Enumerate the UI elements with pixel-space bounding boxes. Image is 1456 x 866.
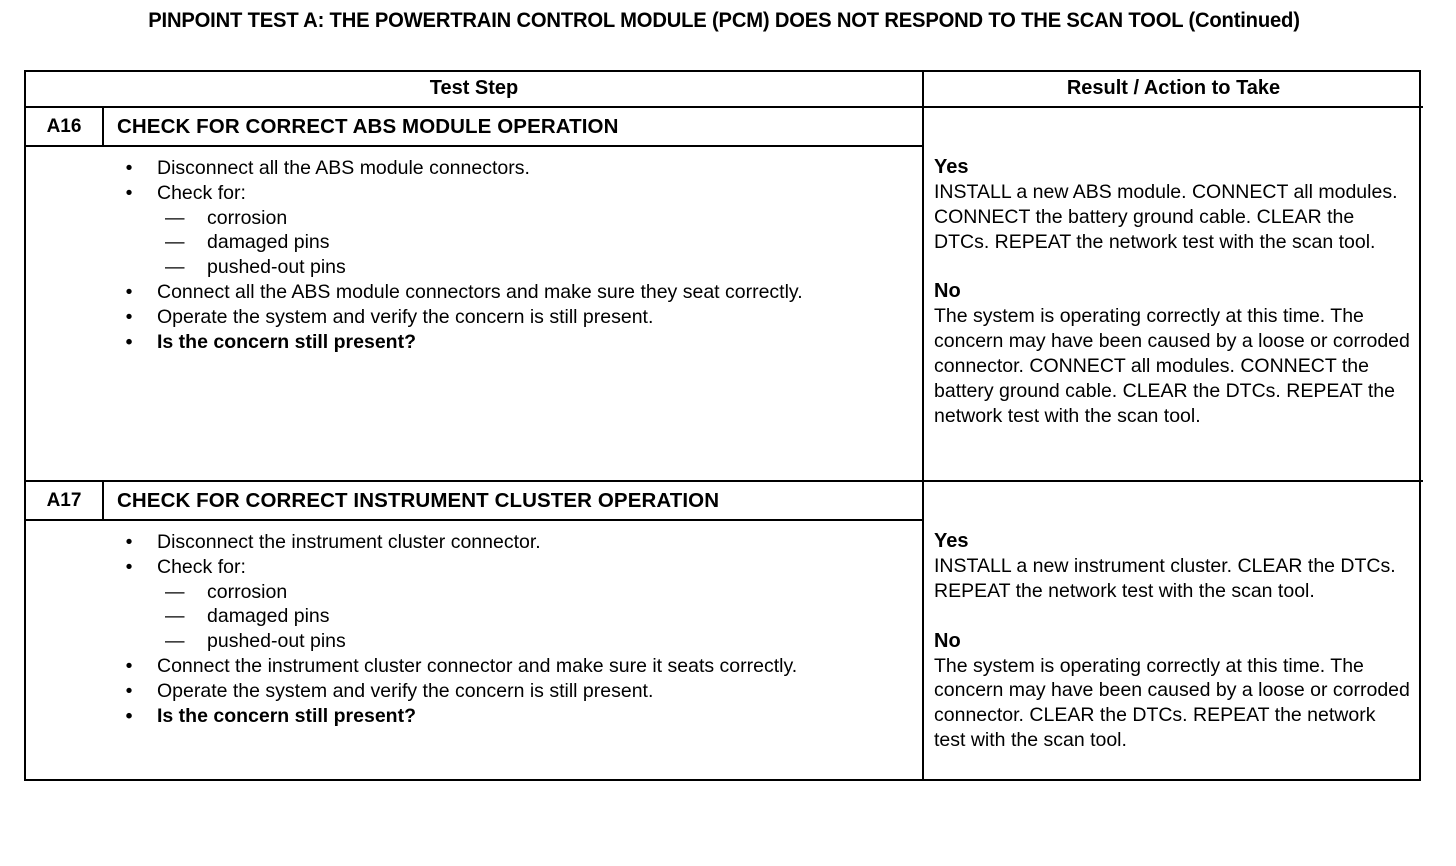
test-step-cell-a16: A16 CHECK FOR CORRECT ABS MODULE OPERATI… (26, 107, 924, 481)
result-text-yes: INSTALL a new ABS module. CONNECT all mo… (934, 181, 1398, 253)
pinpoint-test-table: Test Step Result / Action to Take A16 CH… (24, 70, 1423, 781)
result-text-yes: INSTALL a new instrument cluster. CLEAR … (934, 555, 1396, 602)
list-item: • Connect all the ABS module connectors … (26, 280, 912, 305)
dash-icon: — (165, 231, 185, 254)
result-content-a17: Yes INSTALL a new instrument cluster. CL… (924, 482, 1423, 763)
list-item-label: Operate the system and verify the concer… (157, 679, 654, 702)
result-label-no: No (934, 629, 961, 652)
dash-icon: — (165, 630, 185, 653)
result-spacer (934, 604, 1411, 629)
bullet-icon: • (125, 181, 133, 204)
sub-list-a17-check-for: — corrosion — damaged pins — (157, 580, 912, 654)
step-header-a16: A16 CHECK FOR CORRECT ABS MODULE OPERATI… (26, 108, 922, 147)
bullet-icon: • (125, 654, 133, 677)
column-header-result-action: Result / Action to Take (923, 72, 1423, 108)
bullet-icon: • (125, 330, 133, 353)
dash-icon: — (165, 580, 185, 603)
list-item-label: Is the concern still present? (157, 330, 416, 353)
result-yes-block-a17: Yes INSTALL a new instrument cluster. CL… (934, 529, 1411, 604)
instruction-list-a17: • Disconnect the instrument cluster conn… (26, 530, 912, 728)
result-no-block-a16: No The system is operating correctly at … (934, 279, 1411, 428)
list-item-label: Check for: (157, 555, 246, 578)
step-instructions-a17: • Disconnect the instrument cluster conn… (26, 521, 922, 779)
step-code-a16: A16 (26, 108, 104, 145)
list-item: • Operate the system and verify the conc… (26, 679, 912, 704)
result-text-no: The system is operating correctly at thi… (934, 305, 1410, 427)
list-item: • Disconnect all the ABS module connecto… (26, 156, 912, 181)
bullet-icon: • (125, 679, 133, 702)
table-row: A16 CHECK FOR CORRECT ABS MODULE OPERATI… (26, 107, 1423, 481)
list-item-question: • Is the concern still present? (26, 704, 912, 729)
page-title: PINPOINT TEST A: THE POWERTRAIN CONTROL … (148, 8, 1300, 32)
bullet-icon: • (125, 305, 133, 328)
sub-list-item: — corrosion (157, 206, 912, 231)
instruction-list-a16: • Disconnect all the ABS module connecto… (26, 156, 912, 354)
dash-icon: — (165, 605, 185, 628)
step-code-a17: A17 (26, 482, 104, 519)
bullet-icon: • (125, 555, 133, 578)
table-body: A16 CHECK FOR CORRECT ABS MODULE OPERATI… (26, 107, 1423, 779)
result-action-cell-a16: Yes INSTALL a new ABS module. CONNECT al… (923, 107, 1423, 481)
sub-list-item-label: damaged pins (207, 605, 330, 628)
result-yes-block-a16: Yes INSTALL a new ABS module. CONNECT al… (934, 155, 1411, 254)
result-content-a16: Yes INSTALL a new ABS module. CONNECT al… (924, 108, 1423, 438)
result-text-no: The system is operating correctly at thi… (934, 654, 1410, 751)
list-item: • Check for: — corrosion — (26, 181, 912, 280)
list-item: • Operate the system and verify the conc… (26, 305, 912, 330)
list-item: • Connect the instrument cluster connect… (26, 654, 912, 679)
list-item: • Disconnect the instrument cluster conn… (26, 530, 912, 555)
result-spacer (934, 254, 1411, 279)
list-item: • Check for: — corrosion — (26, 555, 912, 654)
sub-list-item: — pushed-out pins (157, 255, 912, 280)
sub-list-item-label: corrosion (207, 206, 288, 229)
step-title-a16: CHECK FOR CORRECT ABS MODULE OPERATION (117, 114, 619, 138)
column-header-test-step: Test Step (26, 72, 924, 108)
table-header-row: Test Step Result / Action to Take (26, 72, 1423, 108)
list-item-label: Disconnect all the ABS module connectors… (157, 157, 530, 179)
sub-list-item: — damaged pins (157, 230, 912, 255)
result-no-block-a17: No The system is operating correctly at … (934, 629, 1411, 753)
result-label-yes: Yes (934, 530, 969, 552)
list-item-label: Connect all the ABS module connectors an… (157, 280, 803, 303)
list-item-label: Disconnect the instrument cluster connec… (157, 531, 541, 553)
sub-list-item-label: corrosion (207, 580, 288, 603)
table-row: A17 CHECK FOR CORRECT INSTRUMENT CLUSTER… (26, 480, 1423, 779)
sub-list-item: — pushed-out pins (157, 629, 912, 654)
step-instructions-a16: • Disconnect all the ABS module connecto… (26, 147, 922, 480)
result-action-cell-a17: Yes INSTALL a new instrument cluster. CL… (923, 480, 1423, 779)
bullet-icon: • (125, 704, 133, 727)
test-step-cell-a17: A17 CHECK FOR CORRECT INSTRUMENT CLUSTER… (26, 480, 924, 779)
sub-list-item: — damaged pins (157, 604, 912, 629)
result-label-no: No (934, 280, 961, 303)
sub-list-a16-check-for: — corrosion — damaged pins — (157, 206, 912, 280)
list-item-label: Operate the system and verify the concer… (157, 305, 654, 328)
step-header-a17: A17 CHECK FOR CORRECT INSTRUMENT CLUSTER… (26, 482, 922, 521)
sub-list-item-label: pushed-out pins (207, 630, 346, 653)
dash-icon: — (165, 206, 185, 229)
bullet-icon: • (125, 280, 133, 303)
bullet-icon: • (125, 531, 133, 553)
step-title-a17: CHECK FOR CORRECT INSTRUMENT CLUSTER OPE… (117, 488, 720, 512)
list-item-question: • Is the concern still present? (26, 330, 912, 355)
list-item-label: Check for: (157, 181, 246, 204)
list-item-label: Is the concern still present? (157, 704, 416, 727)
list-item-label: Connect the instrument cluster connector… (157, 654, 798, 677)
sub-list-item-label: pushed-out pins (207, 256, 346, 279)
result-label-yes: Yes (934, 156, 969, 178)
dash-icon: — (165, 256, 185, 279)
bullet-icon: • (125, 157, 133, 179)
sub-list-item-label: damaged pins (207, 231, 330, 254)
sub-list-item: — corrosion (157, 580, 912, 605)
